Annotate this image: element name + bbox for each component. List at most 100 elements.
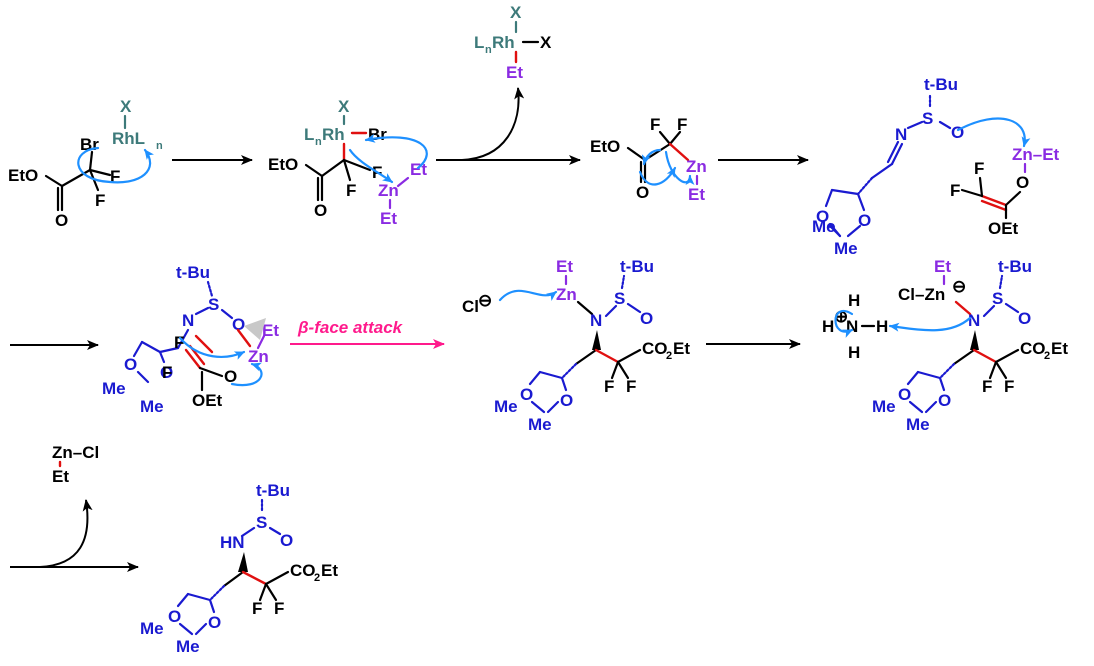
structure-ammonium-zincate: H H ⊕ N H H Cl–Zn ⊖ Et N S t-Bu O O O Me…: [822, 257, 1068, 434]
label-s: S: [922, 109, 933, 128]
label-zn: Zn: [686, 157, 707, 176]
label-tbu: t-Bu: [998, 257, 1032, 276]
label-h: H: [876, 317, 888, 336]
label-et: Et: [506, 63, 523, 82]
label-o: O: [160, 363, 173, 382]
label-o: O: [232, 315, 245, 334]
label-subscript-n: n: [485, 44, 492, 56]
label-f: F: [162, 363, 172, 382]
label-o: O: [124, 355, 137, 374]
byproduct-arrow: [39, 499, 93, 568]
label-eto: EtO: [268, 155, 298, 174]
label-zn-cl: Zn–Cl: [52, 443, 99, 462]
label-o: O: [898, 385, 911, 404]
label-f: F: [274, 599, 284, 618]
label-me: Me: [102, 379, 126, 398]
beta-face-attack-label: β-face attack: [297, 318, 404, 337]
label-et: Et: [52, 467, 69, 486]
label-s: S: [614, 289, 625, 308]
label-tbu: t-Bu: [620, 257, 654, 276]
label-br: Br: [80, 135, 99, 154]
label-f: F: [110, 167, 120, 186]
label-subscript-2: 2: [666, 350, 672, 362]
label-et: Et: [262, 321, 279, 340]
label-s: S: [256, 513, 267, 532]
label-ln: L: [474, 33, 484, 52]
label-et: Et: [673, 339, 690, 358]
label-f: F: [1004, 377, 1014, 396]
label-f: F: [604, 377, 614, 396]
label-me: Me: [140, 397, 164, 416]
label-o: O: [1018, 309, 1031, 328]
label-rh: Rh: [492, 33, 515, 52]
label-et: Et: [1051, 339, 1068, 358]
structure-rh-byproduct: X L n Rh X Et: [474, 3, 552, 82]
label-n: N: [846, 317, 858, 336]
label-f: F: [974, 159, 984, 178]
label-me: Me: [176, 637, 200, 656]
label-me: Me: [140, 619, 164, 638]
label-tbu: t-Bu: [924, 75, 958, 94]
label-zn-et: Zn–Et: [1012, 145, 1060, 164]
label-oet: OEt: [192, 391, 223, 410]
label-x: X: [540, 33, 552, 52]
label-subscript-n: n: [156, 140, 163, 152]
label-et: Et: [410, 160, 427, 179]
label-co2et: CO: [1020, 339, 1046, 358]
label-o: O: [1016, 173, 1029, 192]
label-eto: EtO: [8, 166, 38, 185]
label-o: O: [224, 367, 237, 386]
label-o: O: [640, 309, 653, 328]
structure-imine-zinc-enolate: t-Bu S O N O O Me Me Zn–Et O F F OEt: [812, 75, 1060, 258]
label-o: O: [168, 607, 181, 626]
structure-bromodifluoroacetate-rh: EtO O Br F F X RhL n: [8, 97, 163, 230]
label-et: Et: [688, 185, 705, 204]
label-s: S: [208, 295, 219, 314]
label-x: X: [120, 97, 132, 116]
label-me: Me: [528, 415, 552, 434]
label-s: S: [992, 289, 1003, 308]
label-cl: Cl: [462, 297, 479, 316]
label-o: O: [208, 613, 221, 632]
label-subscript-n: n: [315, 136, 322, 148]
label-et: Et: [556, 257, 573, 276]
label-f: F: [346, 181, 356, 200]
label-et: Et: [380, 209, 397, 228]
label-rhln: RhL: [112, 129, 145, 148]
label-tbu: t-Bu: [176, 263, 210, 282]
label-h: H: [848, 291, 860, 310]
label-f: F: [95, 191, 105, 210]
byproduct-arrow: [461, 87, 525, 161]
label-o: O: [858, 211, 871, 230]
label-subscript-2: 2: [314, 572, 320, 584]
label-o: O: [636, 183, 649, 202]
label-co2et: CO: [290, 561, 316, 580]
structure-zn-cl-byproduct: Zn–Cl Et: [52, 443, 99, 486]
label-f: F: [252, 599, 262, 618]
label-zn: Zn: [556, 285, 577, 304]
label-me: Me: [494, 397, 518, 416]
structure-rh-zn-complex: X L n Rh Br EtO O F F Et Zn Et: [268, 97, 428, 228]
label-br: Br: [368, 125, 387, 144]
label-o: O: [951, 123, 964, 142]
label-eto: EtO: [590, 137, 620, 156]
label-et: Et: [321, 561, 338, 580]
label-h: H: [848, 343, 860, 362]
label-f: F: [174, 333, 184, 352]
label-n: N: [895, 125, 907, 144]
label-f: F: [626, 377, 636, 396]
label-tbu: t-Bu: [256, 481, 290, 500]
label-subscript-2: 2: [1044, 350, 1050, 362]
label-o: O: [938, 391, 951, 410]
label-n: N: [968, 311, 980, 330]
label-o: O: [55, 211, 68, 230]
label-n: N: [590, 311, 602, 330]
label-me: Me: [872, 397, 896, 416]
label-x: X: [510, 3, 522, 22]
label-f: F: [677, 115, 687, 134]
label-zn: Zn: [378, 181, 399, 200]
label-o: O: [520, 385, 533, 404]
label-x: X: [338, 97, 350, 116]
label-o: O: [314, 201, 327, 220]
